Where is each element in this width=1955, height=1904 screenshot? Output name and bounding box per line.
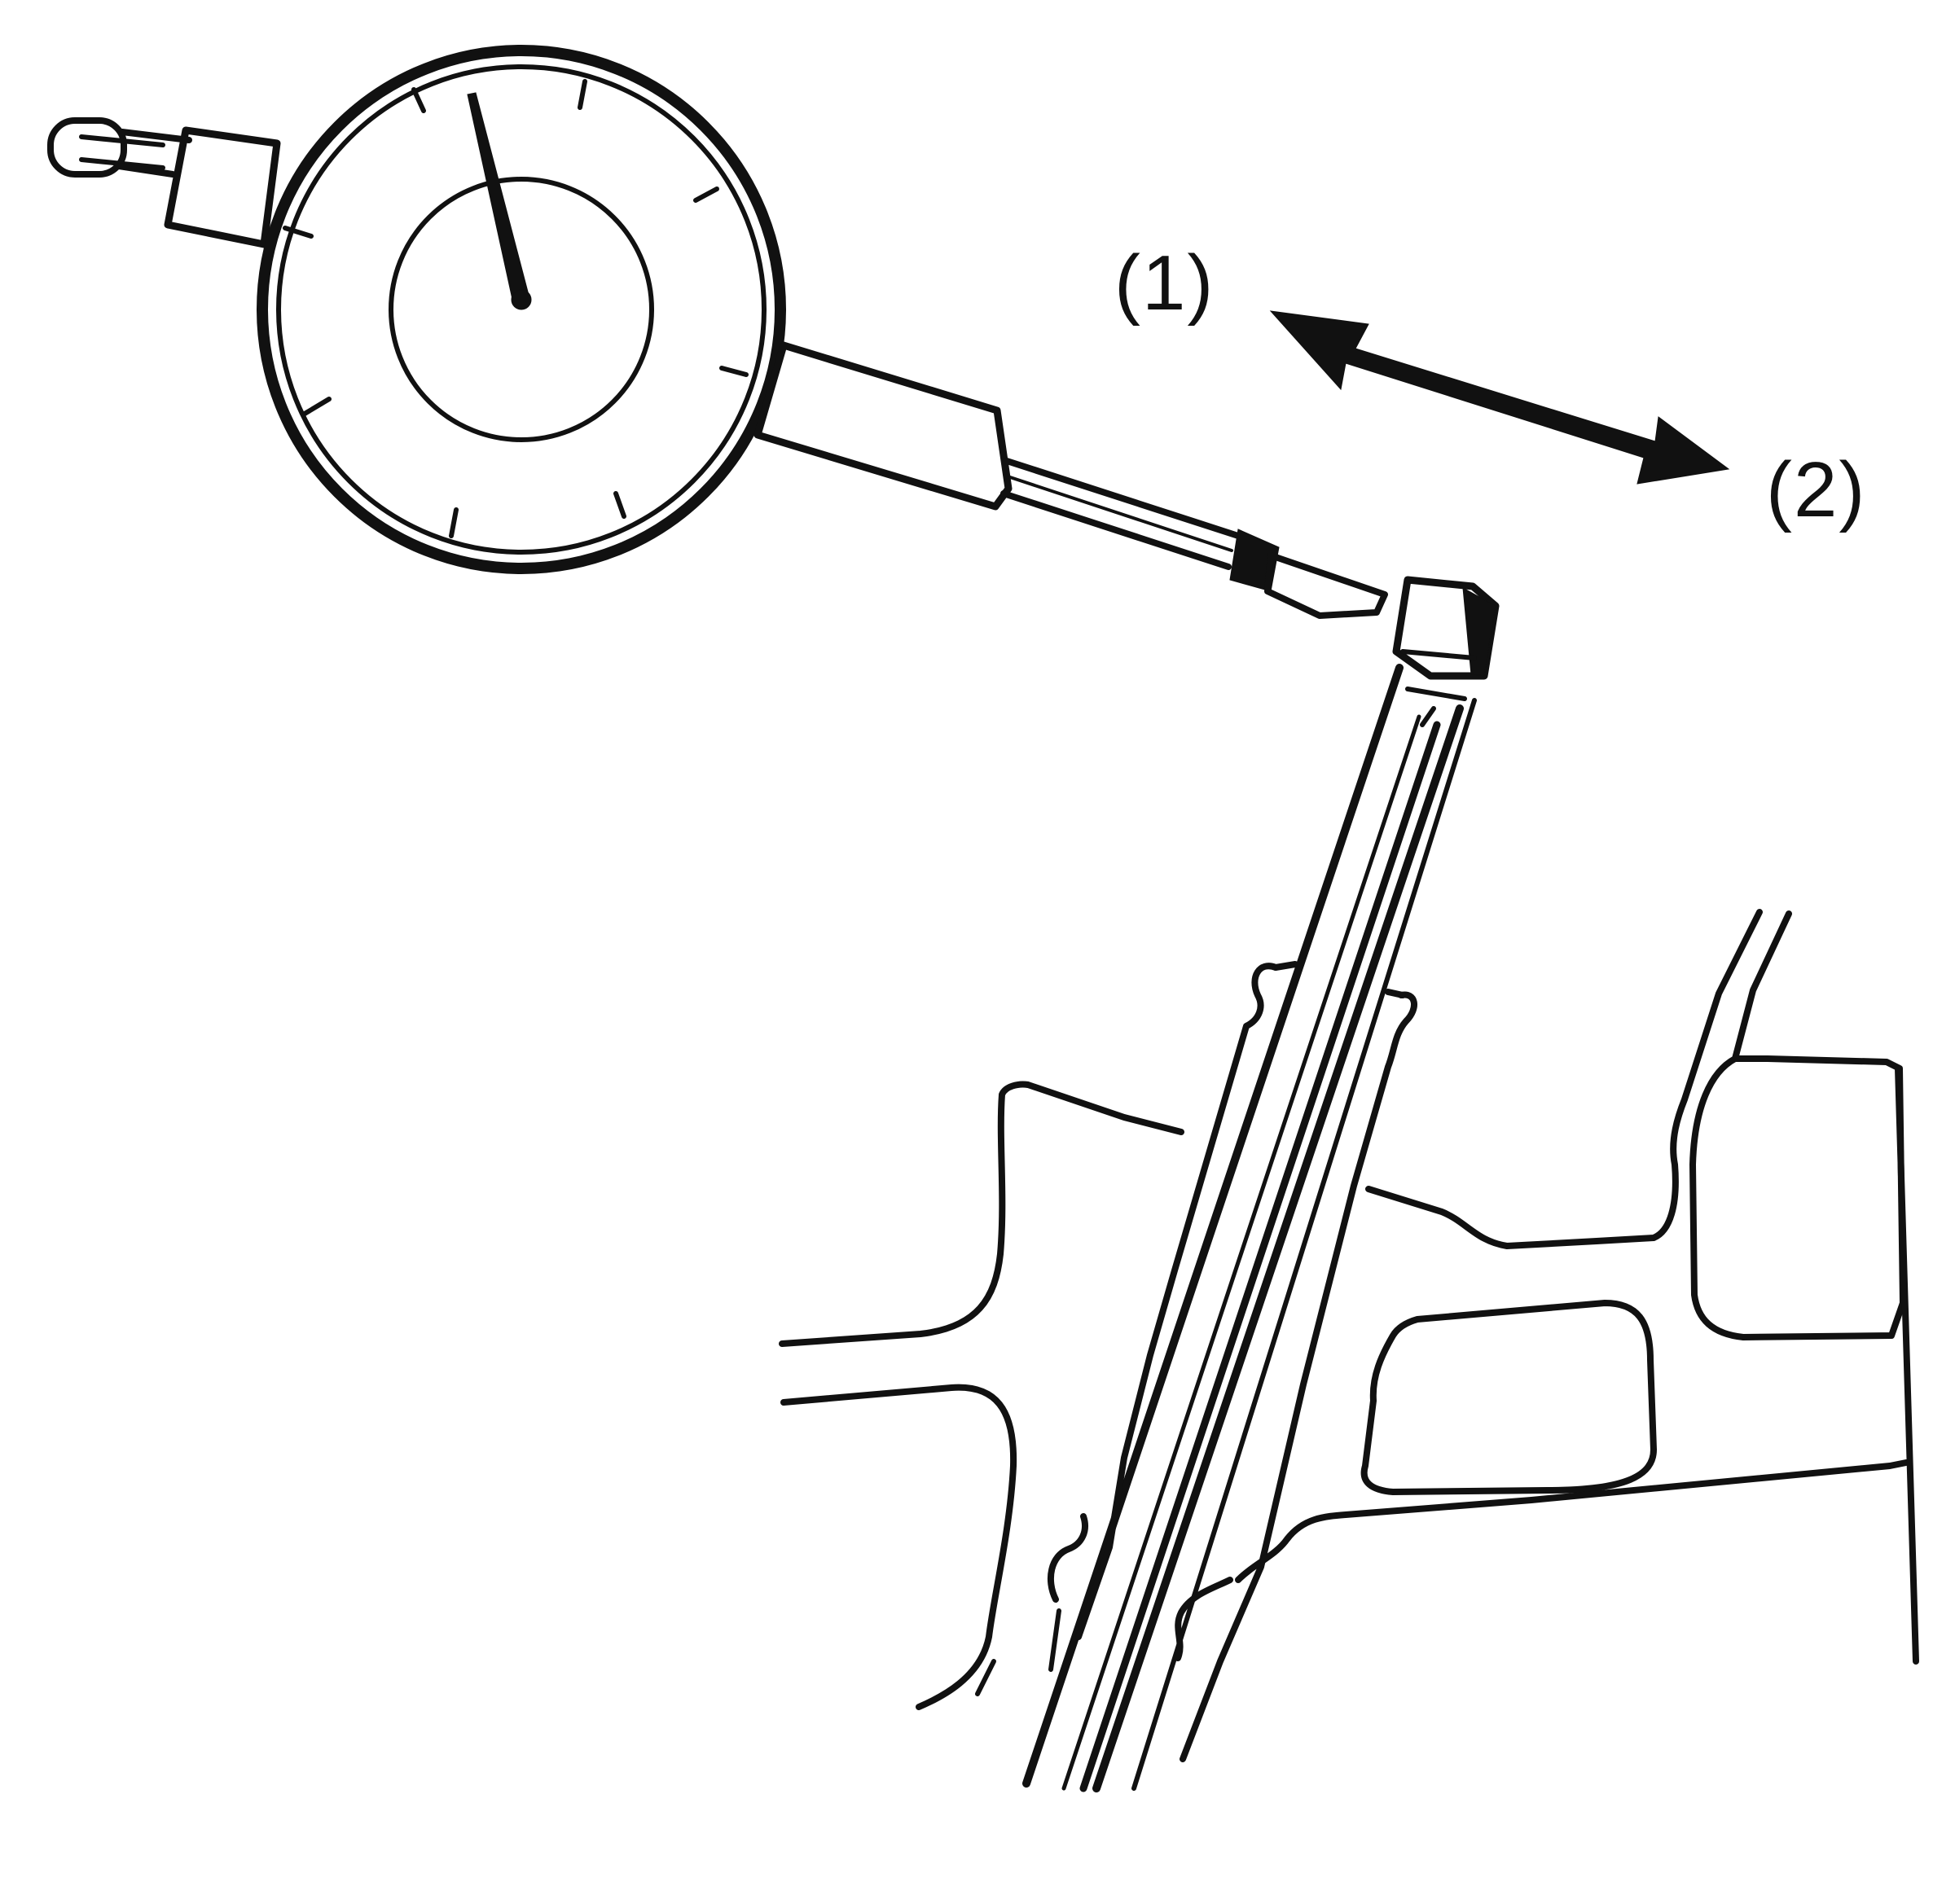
gauge-stem <box>753 341 1388 619</box>
gauge-inner-dial <box>389 177 654 442</box>
direction-label-1: (1) <box>1114 239 1215 327</box>
gauge-back-plunger <box>47 117 281 248</box>
valve-guide <box>1047 961 1417 1762</box>
gauge-ticks <box>283 79 749 538</box>
dial-gauge <box>47 45 786 574</box>
cylinder-head <box>779 909 1919 1710</box>
direction-label-2: (2) <box>1766 446 1867 533</box>
gauge-needle <box>467 92 532 310</box>
double-arrow <box>1269 310 1730 485</box>
gauge-bezel <box>257 45 786 574</box>
valve-stem <box>1022 576 1500 1792</box>
